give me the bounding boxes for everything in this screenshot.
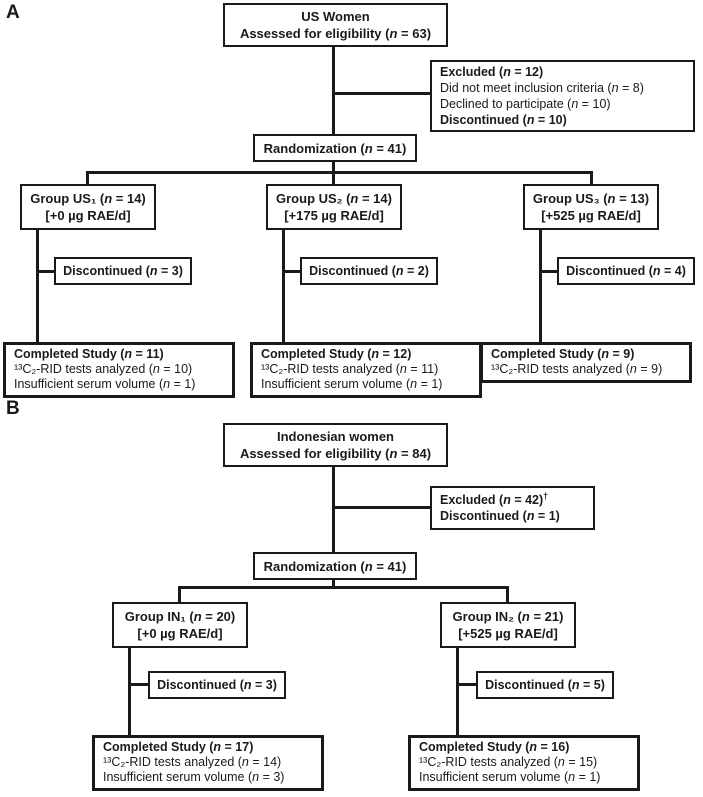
discontinued-in2-label: Discontinued (n = 5) [485, 678, 605, 692]
connector-b-trunk [332, 465, 335, 554]
eligibility-box-b: Indonesian women Assessed for eligibilit… [223, 423, 448, 467]
completed-in1-line3: Insufficient serum volume (n = 3) [103, 770, 285, 784]
randomization-box-b: Randomization (n = 41) [253, 552, 417, 580]
discontinued-us2-label: Discontinued (n = 2) [309, 264, 429, 278]
panel-a-label: A [6, 2, 20, 23]
connector-b-col1-drop [128, 646, 131, 738]
connector-a-col1-stub [86, 171, 89, 186]
completed-us2-line2: ¹³C₂-RID tests analyzed (n = 11) [261, 362, 439, 376]
completed-us1-line1: Completed Study (n = 11) [14, 347, 164, 361]
connector-b-col2-drop [456, 646, 459, 738]
randomization-a-label: Randomization (n = 41) [263, 140, 407, 156]
group-box-in2: Group IN₂ (n = 21) [+525 µg RAE/d] [440, 602, 576, 648]
connector-b-rand-stub [332, 578, 335, 589]
connector-a-col3-stub [590, 171, 593, 186]
completed-box-us3: Completed Study (n = 9) ¹³C₂-RID tests a… [480, 342, 692, 383]
group-us1-title: Group US₁ (n = 14) [30, 191, 146, 206]
excluded-b-line2: Discontinued (n = 1) [440, 509, 560, 523]
connector-a-excluded-stub [333, 92, 430, 95]
completed-us1-line2: ¹³C₂-RID tests analyzed (n = 10) [14, 362, 193, 376]
group-us3-dose: [+525 µg RAE/d] [541, 208, 641, 223]
excluded-box-b: Excluded (n = 42)† Discontinued (n = 1) [430, 486, 595, 530]
excluded-a-line3: Declined to participate (n = 10) [440, 97, 611, 111]
connector-a-trunk [332, 45, 335, 136]
discontinued-us1-label: Discontinued (n = 3) [63, 264, 183, 278]
group-box-us3: Group US₃ (n = 13) [+525 µg RAE/d] [523, 184, 659, 230]
eligibility-b-line1: Indonesian women [276, 429, 394, 444]
eligibility-b-line2: Assessed for eligibility (n = 84) [239, 446, 432, 461]
connector-a-col2-drop [282, 228, 285, 345]
group-us3-title: Group US₃ (n = 13) [532, 191, 650, 206]
completed-in1-line1: Completed Study (n = 17) [103, 740, 254, 754]
discontinued-in1-label: Discontinued (n = 3) [157, 678, 277, 692]
completed-box-us1: Completed Study (n = 11) ¹³C₂-RID tests … [3, 342, 235, 398]
completed-box-in1: Completed Study (n = 17) ¹³C₂-RID tests … [92, 735, 324, 791]
connector-b-branch [178, 586, 509, 589]
completed-us2-line1: Completed Study (n = 12) [261, 347, 412, 361]
group-us2-title: Group US₂ (n = 14) [276, 191, 392, 206]
completed-us2-line3: Insufficient serum volume (n = 1) [261, 377, 443, 391]
randomization-box-a: Randomization (n = 41) [253, 134, 417, 162]
group-in1-title: Group IN₁ (n = 20) [124, 609, 236, 624]
group-in2-title: Group IN₂ (n = 21) [452, 609, 564, 624]
connector-a-rand-stub [332, 160, 335, 174]
excluded-box-a: Excluded (n = 12) Did not meet inclusion… [430, 60, 695, 132]
completed-in2-line1: Completed Study (n = 16) [419, 740, 570, 754]
connector-a-disc3-stub [539, 270, 559, 273]
connector-b-disc2-stub [456, 683, 478, 686]
completed-in1-line2: ¹³C₂-RID tests analyzed (n = 14) [103, 755, 282, 769]
group-us2-dose: [+175 µg RAE/d] [284, 208, 384, 223]
connector-a-col1-drop [36, 228, 39, 345]
eligibility-a-line1: US Women [301, 9, 370, 24]
connector-a-disc2-stub [282, 270, 302, 273]
connector-b-col2-stub [506, 586, 509, 604]
connector-a-col3-drop [539, 228, 542, 345]
group-box-in1: Group IN₁ (n = 20) [+0 µg RAE/d] [112, 602, 248, 648]
connector-a-disc1-stub [36, 270, 56, 273]
group-in1-dose: [+0 µg RAE/d] [137, 626, 223, 641]
excluded-a-line2: Did not meet inclusion criteria (n = 8) [440, 81, 644, 95]
discontinued-us3-label: Discontinued (n = 4) [566, 264, 686, 278]
group-in2-dose: [+525 µg RAE/d] [458, 626, 558, 641]
excluded-a-line4: Discontinued (n = 10) [440, 113, 567, 127]
discontinued-box-us3: Discontinued (n = 4) [557, 257, 695, 285]
completed-us1-line3: Insufficient serum volume (n = 1) [14, 377, 196, 391]
discontinued-box-us1: Discontinued (n = 3) [54, 257, 192, 285]
connector-a-branch [86, 171, 593, 174]
discontinued-box-in2: Discontinued (n = 5) [476, 671, 614, 699]
completed-in2-line3: Insufficient serum volume (n = 1) [419, 770, 601, 784]
group-us1-dose: [+0 µg RAE/d] [45, 208, 131, 223]
randomization-b-label: Randomization (n = 41) [263, 558, 407, 574]
eligibility-a-line2: Assessed for eligibility (n = 63) [239, 26, 432, 41]
eligibility-box-a: US Women Assessed for eligibility (n = 6… [223, 3, 448, 47]
completed-box-us2: Completed Study (n = 12) ¹³C₂-RID tests … [250, 342, 482, 398]
group-box-us1: Group US₁ (n = 14) [+0 µg RAE/d] [20, 184, 156, 230]
connector-b-col1-stub [178, 586, 181, 604]
group-box-us2: Group US₂ (n = 14) [+175 µg RAE/d] [266, 184, 402, 230]
connector-a-col2-stub [332, 171, 335, 186]
completed-box-in2: Completed Study (n = 16) ¹³C₂-RID tests … [408, 735, 640, 791]
excluded-a-line1: Excluded (n = 12) [440, 65, 544, 79]
connector-b-excluded-stub [333, 506, 430, 509]
excluded-b-line1: Excluded (n = 42)† [440, 490, 549, 507]
panel-b-label: B [6, 398, 20, 419]
connector-b-disc1-stub [128, 683, 150, 686]
discontinued-box-us2: Discontinued (n = 2) [300, 257, 438, 285]
completed-in2-line2: ¹³C₂-RID tests analyzed (n = 15) [419, 755, 598, 769]
completed-us3-line2: ¹³C₂-RID tests analyzed (n = 9) [491, 362, 663, 376]
discontinued-box-in1: Discontinued (n = 3) [148, 671, 286, 699]
completed-us3-line1: Completed Study (n = 9) [491, 347, 635, 361]
